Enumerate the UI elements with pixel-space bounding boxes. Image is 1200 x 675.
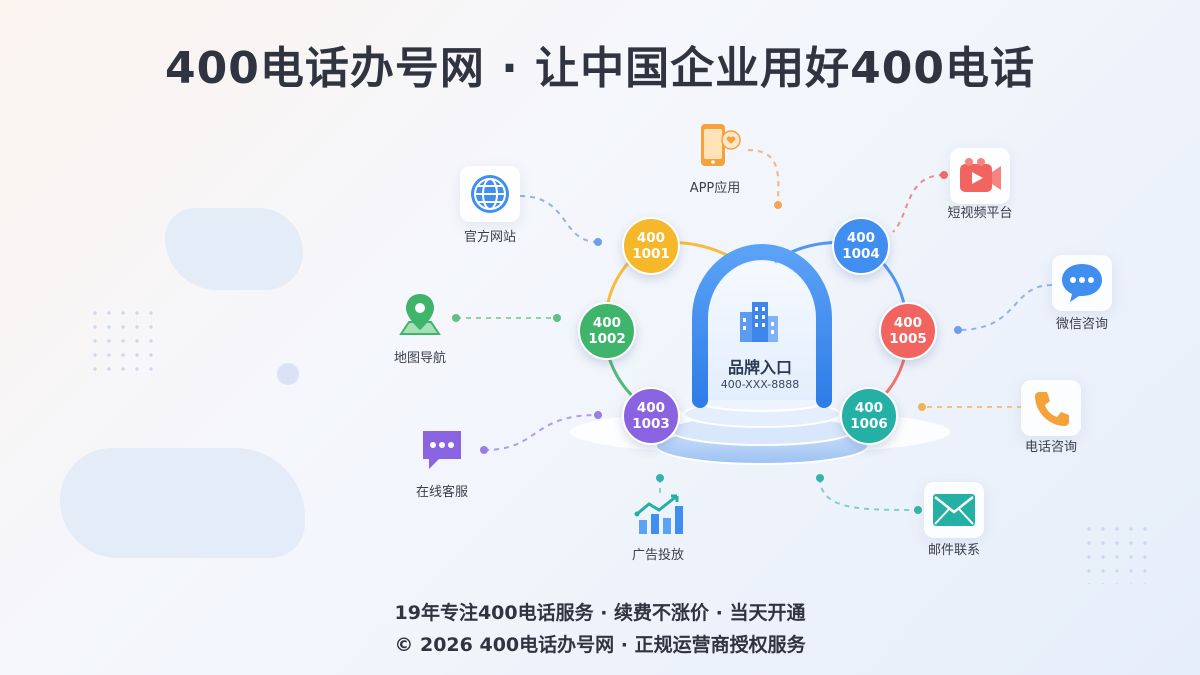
footer-copyright: © 2026 400电话办号网 · 正规运营商授权服务 bbox=[394, 634, 806, 656]
channel-service[interactable] bbox=[412, 421, 472, 477]
channel-website[interactable] bbox=[460, 166, 520, 222]
bg-blob bbox=[165, 208, 303, 290]
channel-website-label: 官方网站 bbox=[463, 230, 516, 245]
growth-chart-icon bbox=[634, 494, 683, 534]
number-badge-1003[interactable]: 400 1003 bbox=[622, 387, 680, 445]
channel-ads-label: 广告投放 bbox=[631, 548, 684, 563]
channel-video[interactable] bbox=[950, 148, 1010, 204]
bg-dot-grid bbox=[1082, 522, 1152, 584]
bg-dot-grid bbox=[88, 306, 158, 376]
number-badge-1002[interactable]: 400 1002 bbox=[578, 302, 636, 360]
hub-phone: 400-XXX-8888 bbox=[720, 378, 800, 391]
connector-endpoints bbox=[452, 171, 962, 514]
chat-bubble-icon bbox=[1062, 264, 1102, 302]
bg-blob bbox=[60, 448, 305, 558]
footer-tagline: 19年专注400电话服务 · 续费不涨价 · 当天开通 bbox=[394, 602, 806, 624]
channel-service-label: 在线客服 bbox=[415, 485, 468, 500]
phone-handset-icon bbox=[1035, 392, 1069, 426]
video-camera-icon bbox=[960, 158, 1001, 192]
channel-connectors bbox=[456, 149, 1053, 511]
map-pin-icon bbox=[399, 294, 441, 335]
channel-map[interactable] bbox=[390, 288, 450, 344]
channel-map-label: 地图导航 bbox=[393, 351, 446, 366]
envelope-icon bbox=[933, 494, 975, 526]
building-icon bbox=[740, 302, 778, 342]
number-badge-1001[interactable]: 400 1001 bbox=[622, 217, 680, 275]
platform bbox=[655, 388, 869, 465]
channel-phone[interactable] bbox=[1021, 380, 1081, 436]
hub-title: 品牌入口 bbox=[727, 358, 792, 377]
online-chat-icon bbox=[423, 431, 461, 469]
channel-phone-label: 电话咨询 bbox=[1024, 440, 1077, 455]
channel-wechat[interactable] bbox=[1052, 255, 1112, 311]
channel-video-label: 短视频平台 bbox=[947, 206, 1013, 221]
channel-mail-label: 邮件联系 bbox=[927, 543, 980, 558]
channel-app[interactable] bbox=[690, 118, 750, 174]
number-badge-1004[interactable]: 400 1004 bbox=[832, 217, 890, 275]
smartphone-heart-icon bbox=[701, 124, 741, 166]
channel-app-label: APP应用 bbox=[689, 181, 741, 196]
bg-dot bbox=[277, 363, 299, 385]
number-badge-1006[interactable]: 400 1006 bbox=[840, 387, 898, 445]
channel-ads[interactable] bbox=[628, 486, 688, 542]
page-title: 400电话办号网 · 让中国企业用好400电话 bbox=[164, 43, 1036, 94]
globe-icon bbox=[471, 175, 509, 213]
number-badge-1005[interactable]: 400 1005 bbox=[879, 302, 937, 360]
channel-wechat-label: 微信咨询 bbox=[1055, 317, 1108, 332]
channel-mail[interactable] bbox=[924, 482, 984, 538]
